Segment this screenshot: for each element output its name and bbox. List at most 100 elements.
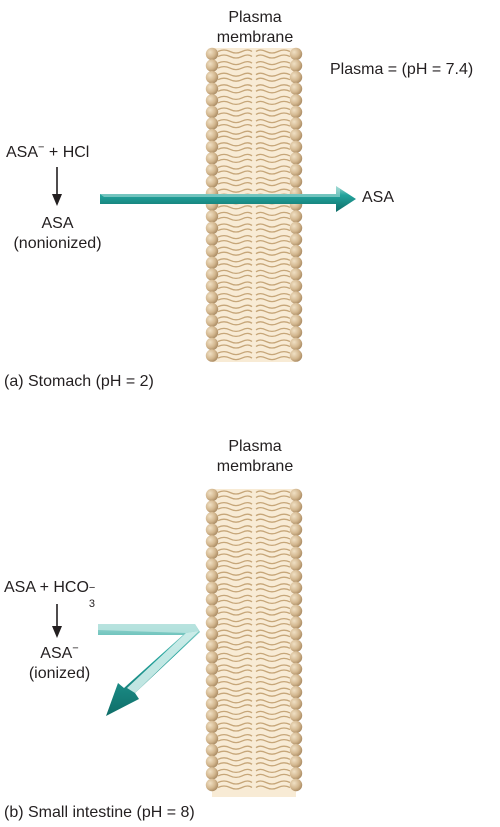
lipid-tail [217,165,253,170]
plasma-membrane-b [205,488,303,797]
lipid-tail [217,321,253,326]
lipid-head [289,674,303,687]
lipid-head [289,744,303,757]
lipid-tail [255,576,291,581]
lipid-tail [217,228,253,233]
lipid-tail [255,170,291,175]
lipid-tail [255,599,291,605]
lipid-tail [217,181,253,187]
lipid-tail [255,525,291,530]
lipid-tail [217,525,253,530]
lipid-tail [217,286,253,291]
lipid-head [205,697,219,710]
lipid-tail [217,54,253,59]
lipid-head [289,337,303,351]
lipid-tail [255,263,291,268]
lipid-tail [217,757,253,762]
lipid-tail [217,611,253,616]
lipid-tail [217,704,253,709]
lipid-head [205,604,219,618]
lipid-tail [217,710,253,716]
lipid-head [205,326,219,339]
lipid-tail [217,548,253,553]
lipid-tail [217,60,253,66]
lipid-head [289,94,303,107]
lipid-tail [255,664,291,669]
lipid-head [205,245,219,258]
lipid-tail [217,733,253,739]
lipid-tail [255,588,291,593]
lipid-tail [255,188,291,193]
lipid-head [289,720,303,734]
lipid-tail [217,72,253,77]
membrane-core [212,489,296,797]
lipid-head [289,291,303,304]
lipid-tail [217,657,253,663]
lipid-head [289,755,303,768]
lipid-head [289,152,303,165]
lipid-head [289,175,303,188]
lipid-head [205,546,219,560]
lipid-head [289,129,303,142]
lipid-head [205,349,219,362]
lipid-head [205,279,219,293]
reflected-arrow [98,624,200,716]
lipid-tail [217,606,253,611]
lipid-tail [255,745,291,750]
lipid-tail [255,530,291,535]
lipid-head [205,593,219,606]
lipid-tail [217,727,253,732]
lipid-tail [255,339,291,344]
lipid-tail [255,54,291,59]
lipid-head [205,129,219,142]
lipid-tail [217,762,253,767]
membrane-core [212,48,296,362]
lipid-head [289,732,303,745]
lipid-head [289,117,303,130]
lipid-head [289,245,303,258]
lipid-tail [217,518,253,523]
lipid-tail [255,297,291,303]
lipid-tail [217,211,253,217]
lipid-tail [217,269,253,275]
lipid-tail [255,692,291,697]
reaction-arrow-a [52,167,62,206]
lipid-head [289,71,303,84]
lipid-head [289,639,303,652]
lipid-head [205,581,219,594]
lipid-tail [217,304,253,309]
lipid-tail [255,506,291,512]
lipid-tail [255,286,291,291]
lipid-tail [217,251,253,256]
lipid-tail [217,780,253,785]
lipid-head [205,291,219,304]
lipid-tail [255,118,291,124]
lipid-head [289,210,303,223]
reactant-a: ASA− + HCl [6,142,89,163]
lipid-tail [255,738,291,744]
lipid-head [205,535,219,548]
lipid-tail [255,634,291,639]
lipid-tail [255,158,291,164]
lipid-tail [217,274,253,280]
lipid-tail [217,344,253,349]
lipid-tail [217,506,253,512]
lipid-tail [255,646,291,651]
lipid-tail [255,680,291,686]
lipid-head [289,105,303,119]
lipid-tail [255,84,291,89]
lipid-tail [255,321,291,326]
lipid-tail [217,158,253,164]
lipid-tail [255,757,291,762]
lipid-tail [255,652,291,658]
product-b-charge: − [72,642,79,655]
lipid-tail [217,576,253,581]
lipid-head [289,268,303,281]
lipid-tail [217,634,253,639]
lipid-tail [217,571,253,576]
lipid-head [289,500,303,513]
membrane-label-b-line2: membrane [216,458,294,475]
lipid-tail [217,123,253,129]
lipid-tail [255,223,291,228]
product-a: ASA (nonionized) [0,214,115,254]
